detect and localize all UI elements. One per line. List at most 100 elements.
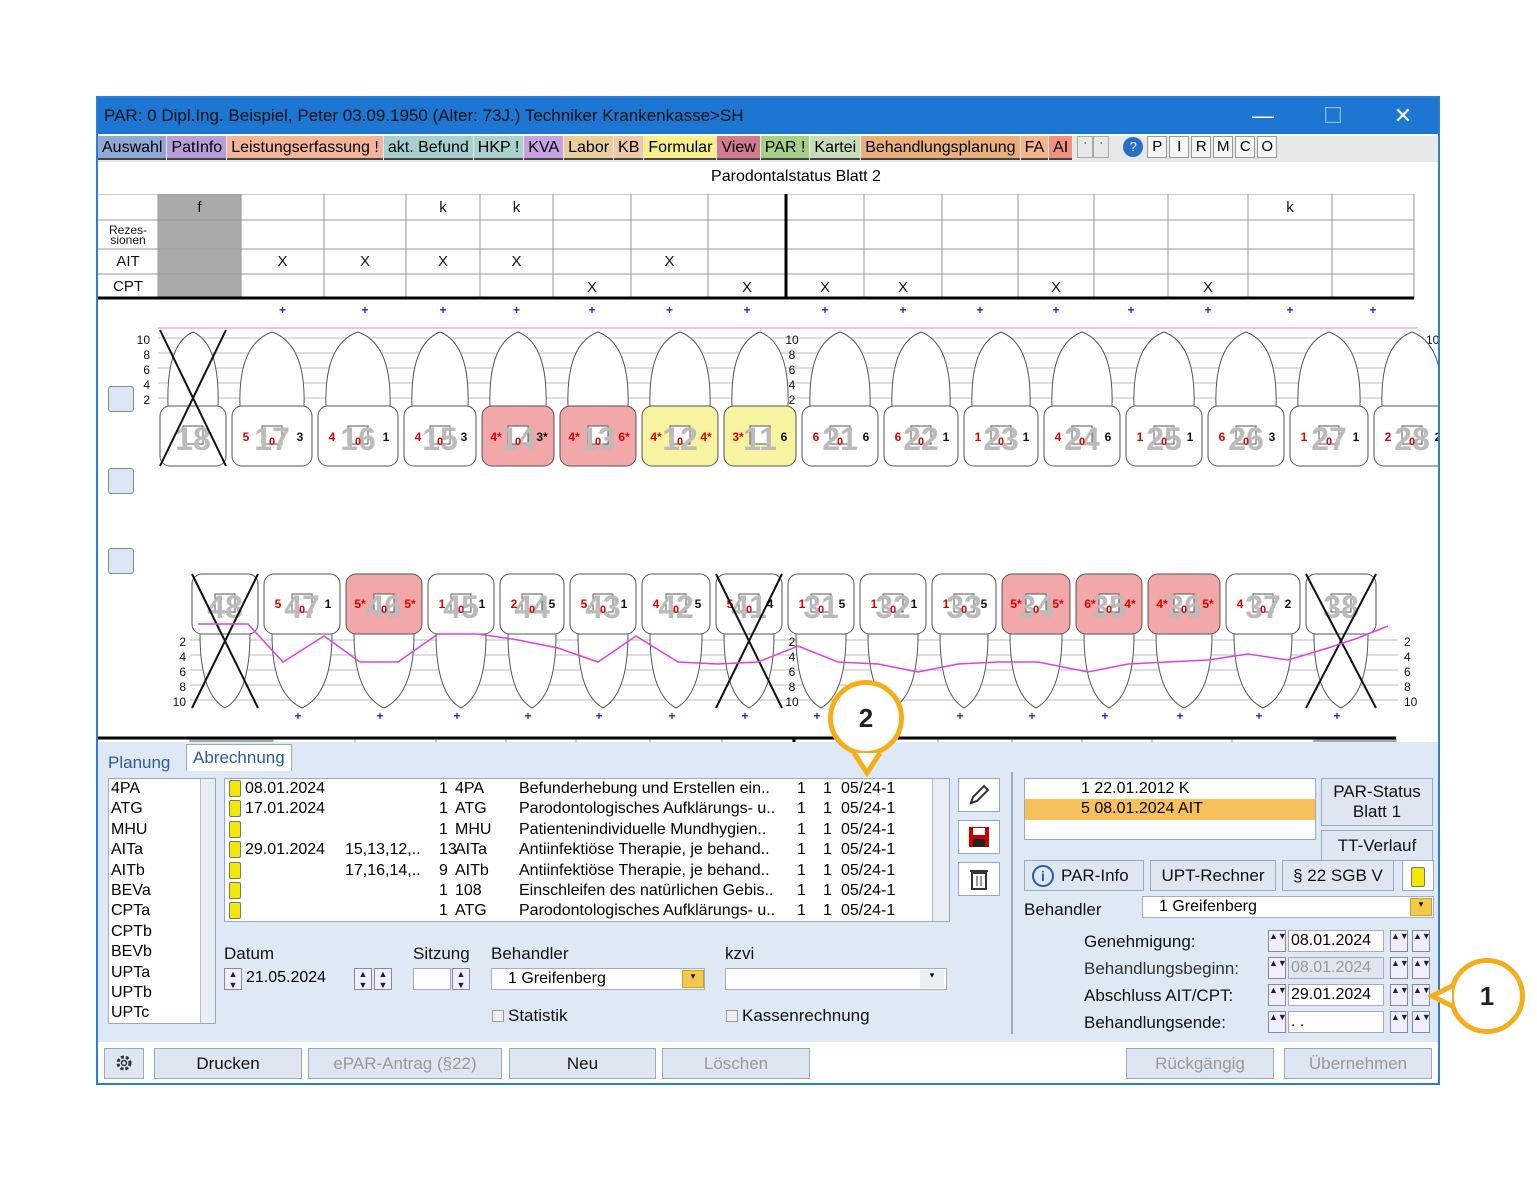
datum-spin-b[interactable]: ▲▼: [374, 968, 392, 990]
pencil-chart-icon-2[interactable]: [108, 548, 134, 574]
neu-button[interactable]: Neu: [509, 1048, 656, 1079]
code-item[interactable]: UPTc: [111, 1004, 150, 1022]
par-status-item[interactable]: 5 08.01.2024 AIT: [1025, 799, 1315, 820]
behandlungsende-spin-b[interactable]: ▲▼: [1412, 1011, 1431, 1033]
code-item[interactable]: AITb: [111, 861, 145, 879]
tab-par[interactable]: PAR !: [760, 136, 810, 160]
code-item[interactable]: UPTa: [111, 963, 151, 981]
tab-scroll-right[interactable]: ·: [1093, 136, 1110, 158]
code-item[interactable]: AITa: [111, 841, 144, 859]
tab-ai[interactable]: AI: [1049, 136, 1073, 160]
behandlungsende-spin-left[interactable]: ▲▼: [1268, 1011, 1287, 1033]
datum-field[interactable]: 21.05.2024: [246, 969, 327, 986]
edit-button[interactable]: [958, 778, 1000, 812]
behandler-dropdown-icon[interactable]: ▾: [682, 970, 704, 988]
tab-leistungserfassung[interactable]: Leistungserfassung !: [227, 136, 383, 160]
par-status-button[interactable]: PAR-Status Blatt 1: [1321, 778, 1433, 826]
toolbar-button-c[interactable]: C: [1235, 136, 1256, 158]
code-item[interactable]: ATG: [111, 800, 143, 818]
abschluss-spin-left[interactable]: ▲▼: [1268, 984, 1287, 1006]
maximize-button[interactable]: ☐: [1323, 103, 1343, 128]
right-behandler-dropdown-icon[interactable]: ▾: [1410, 898, 1432, 916]
tab-kb[interactable]: KB: [614, 136, 644, 160]
code-item[interactable]: CPTb: [111, 922, 152, 940]
par-status-item[interactable]: 1 22.01.2012 K: [1081, 780, 1190, 797]
tab-formular[interactable]: Formular: [644, 136, 717, 160]
tab-scroll-left[interactable]: ·: [1077, 136, 1094, 158]
tab-view[interactable]: View: [717, 136, 760, 160]
abschluss-spin-a[interactable]: ▲▼: [1390, 984, 1409, 1006]
tt-verlauf-button[interactable]: TT-Verlauf: [1321, 830, 1433, 861]
code-list-scrollbar[interactable]: [200, 779, 215, 1023]
upt-rechner-button[interactable]: UPT-Rechner: [1150, 860, 1276, 891]
behandlungsende-field[interactable]: . .: [1288, 1011, 1384, 1033]
code-item[interactable]: MHU: [111, 820, 148, 838]
genehmigung-field[interactable]: 08.01.2024: [1288, 930, 1384, 952]
toolbar-button-r[interactable]: R: [1191, 136, 1212, 158]
genehmigung-spin-left[interactable]: ▲▼: [1268, 930, 1287, 952]
tab-auswahl[interactable]: Auswahl: [98, 136, 167, 160]
entries-scrollbar[interactable]: [932, 779, 949, 921]
settings-button[interactable]: [104, 1048, 144, 1079]
par-status-list[interactable]: 1 22.01.2012 K 5 08.01.2024 AIT: [1024, 778, 1316, 840]
sgb-button[interactable]: § 22 SGB V: [1282, 860, 1394, 891]
code-item[interactable]: BEVb: [111, 943, 152, 961]
tab-hkp[interactable]: HKP !: [473, 136, 524, 160]
datum-spin-left[interactable]: ▲▼: [224, 968, 242, 990]
pencil-chart-icon[interactable]: [108, 386, 134, 412]
toolbar-button-o[interactable]: O: [1257, 136, 1278, 158]
delete-button[interactable]: [958, 862, 1000, 896]
datum-spin-a[interactable]: ▲▼: [354, 968, 372, 990]
globe-chart-icon[interactable]: [108, 468, 134, 494]
toolbar-button-m[interactable]: M: [1213, 136, 1234, 158]
behandlungsbeginn-field[interactable]: 08.01.2024: [1288, 957, 1384, 979]
tab-planung[interactable]: Planung: [108, 753, 171, 772]
sitzung-field[interactable]: [413, 968, 451, 990]
genehmigung-spin-b[interactable]: ▲▼: [1412, 930, 1431, 952]
statistik-checkbox[interactable]: [492, 1010, 504, 1022]
help-icon[interactable]: ?: [1123, 137, 1144, 157]
loeschen-button[interactable]: Löschen: [662, 1048, 810, 1079]
tab-behandlungsplanung[interactable]: Behandlungsplanung: [861, 136, 1020, 160]
behandlungsbeginn-spin-a[interactable]: ▲▼: [1390, 957, 1409, 979]
kzvi-dropdown-icon[interactable]: ▾: [920, 970, 944, 988]
code-item[interactable]: BEVa: [111, 881, 151, 899]
toolbar-button-i[interactable]: I: [1169, 136, 1190, 158]
code-item[interactable]: UPTb: [111, 983, 152, 1001]
kassenrechnung-checkbox[interactable]: [726, 1010, 738, 1022]
tab-kartei[interactable]: Kartei: [810, 136, 861, 160]
abschluss-field[interactable]: 29.01.2024: [1288, 984, 1384, 1006]
tab-kva[interactable]: KVA: [524, 136, 564, 160]
sitzung-spin[interactable]: ▲▼: [452, 968, 470, 990]
epar-antrag-button[interactable]: ePAR-Antrag (§22): [308, 1048, 502, 1079]
toolbar-button-p[interactable]: P: [1147, 136, 1168, 158]
behandlungsbeginn-spin-b[interactable]: ▲▼: [1412, 957, 1431, 979]
tab-patinfo[interactable]: PatInfo: [167, 136, 227, 160]
right-behandler-select[interactable]: 1 Greifenberg: [1142, 896, 1434, 918]
tab-akt-befund[interactable]: akt. Befund: [383, 136, 473, 160]
drucken-button[interactable]: Drucken: [154, 1048, 302, 1079]
uebernehmen-button[interactable]: Übernehmen: [1284, 1048, 1432, 1079]
tab-fa[interactable]: FA: [1020, 136, 1049, 160]
behandler-select[interactable]: 1 Greifenberg: [491, 968, 705, 990]
minimize-button[interactable]: —: [1252, 103, 1274, 128]
tab-abrechnung[interactable]: Abrechnung: [186, 744, 292, 771]
behandlungsende-spin-a[interactable]: ▲▼: [1390, 1011, 1409, 1033]
code-item[interactable]: CPTa: [111, 902, 151, 920]
save-button[interactable]: [958, 820, 1000, 854]
clipboard-button[interactable]: [1402, 860, 1434, 891]
code-item[interactable]: 4PA: [111, 780, 141, 797]
rueckgaengig-button[interactable]: Rückgängig: [1126, 1048, 1274, 1079]
kzvi-select[interactable]: [725, 968, 947, 990]
close-button[interactable]: ✕: [1393, 103, 1413, 128]
tab-labor[interactable]: Labor: [564, 136, 614, 160]
genehmigung-spin-a[interactable]: ▲▼: [1390, 930, 1409, 952]
